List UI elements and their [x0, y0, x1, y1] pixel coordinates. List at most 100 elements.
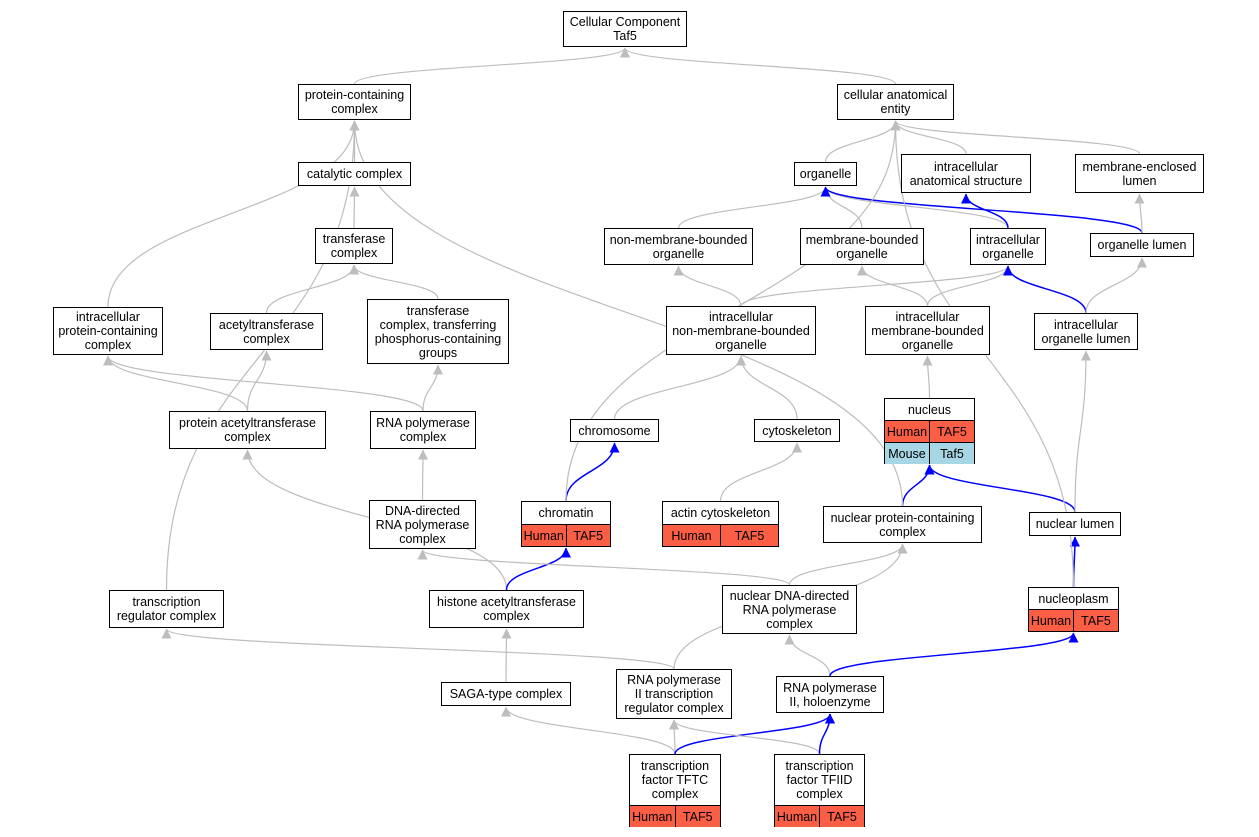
- edge-tfiid-complex-to-rna-pol-ii-transcription-regulator-complex: [669, 719, 821, 755]
- node-rna-pol-ii-transcription-regulator-complex[interactable]: RNA polymerase II transcription regulato…: [616, 669, 732, 719]
- node-label: transcription factor TFIID complex: [785, 759, 854, 801]
- node-transcription-regulator-complex[interactable]: transcription regulator complex: [109, 590, 224, 628]
- node-protein-acetyltransferase-complex[interactable]: protein acetyltransferase complex: [169, 411, 326, 449]
- node-label: RNA polymerase II transcription regulato…: [624, 673, 724, 715]
- edge-tftc-complex-to-saga-type-complex: [501, 706, 676, 755]
- edge-organelle-lumen-to-organelle: [820, 186, 1143, 234]
- edge-nuclear-protein-containing-complex-to-protein-containing-complex: [349, 120, 904, 507]
- node-non-membrane-bounded-organelle[interactable]: non-membrane-bounded organelle: [604, 228, 753, 265]
- node-intracellular-non-membrane-bounded-organelle[interactable]: intracellular non-membrane-bounded organ…: [666, 306, 816, 355]
- edge-tftc-complex-to-rna-pol-ii-holoenzyme: [674, 713, 835, 755]
- node-label: nucleus: [907, 402, 952, 417]
- node-label: intracellular protein-containing complex: [58, 310, 158, 352]
- gene-cell: TAF5: [720, 525, 778, 546]
- node-cytoskeleton[interactable]: cytoskeleton: [754, 419, 840, 442]
- edge-intracellular-organelle-to-organelle: [820, 186, 1009, 229]
- node-membrane-bounded-organelle[interactable]: membrane-bounded organelle: [800, 228, 924, 265]
- node-transferase-complex-phospho[interactable]: transferase complex, transferring phosph…: [367, 299, 509, 364]
- node-label: non-membrane-bounded organelle: [609, 232, 748, 261]
- node-catalytic-complex[interactable]: catalytic complex: [298, 162, 411, 186]
- edge-intracellular-membrane-bounded-organelle-to-membrane-bounded-organelle: [857, 265, 929, 307]
- node-intracellular-organelle[interactable]: intracellular organelle: [970, 228, 1046, 265]
- node-label: catalytic complex: [306, 167, 403, 181]
- node-histone-acetyltransferase-complex[interactable]: histone acetyltransferase complex: [429, 590, 584, 628]
- gene-cell: TAF5: [1073, 610, 1118, 631]
- node-label: chromosome: [578, 423, 651, 438]
- node-saga-type-complex[interactable]: SAGA-type complex: [441, 682, 571, 706]
- edge-protein-acetyltransferase-complex-to-intracellular-protein-containing-complex: [103, 355, 249, 412]
- species-cell: Human: [632, 809, 673, 824]
- node-label: transcription factor TFTC complex: [640, 759, 710, 801]
- edge-nucleus-to-intracellular-membrane-bounded-organelle: [922, 355, 933, 399]
- node-nuclear-lumen[interactable]: nuclear lumen: [1029, 512, 1121, 536]
- node-label: membrane-enclosed lumen: [1082, 159, 1197, 188]
- edge-actin-cytoskeleton-to-cytoskeleton: [719, 442, 802, 502]
- edge-chromosome-to-intracellular-non-membrane-bounded-organelle: [613, 355, 746, 420]
- edge-nuclear-lumen-to-nucleus: [924, 464, 1076, 513]
- edge-membrane-enclosed-lumen-to-cellular-anatomical-entity: [890, 120, 1141, 155]
- node-label: organelle: [799, 167, 852, 181]
- node-intracellular-organelle-lumen[interactable]: intracellular organelle lumen: [1034, 313, 1138, 350]
- node-intracellular-membrane-bounded-organelle[interactable]: intracellular membrane-bounded organelle: [865, 306, 990, 355]
- node-label: membrane-bounded organelle: [805, 232, 919, 261]
- gene-cell: TAF5: [929, 421, 974, 442]
- node-label: actin cytoskeleton: [670, 506, 771, 520]
- species-cell: Human: [671, 528, 712, 543]
- node-label: histone acetyltransferase complex: [437, 595, 576, 623]
- node-organelle-lumen[interactable]: organelle lumen: [1090, 233, 1194, 257]
- node-label: nuclear lumen: [1035, 517, 1115, 531]
- node-rna-pol-ii-holoenzyme[interactable]: RNA polymerase II, holoenzyme: [776, 676, 884, 713]
- node-intracellular-protein-containing-complex[interactable]: intracellular protein-containing complex: [53, 307, 163, 355]
- node-membrane-enclosed-lumen[interactable]: membrane-enclosed lumen: [1075, 154, 1204, 193]
- node-label: cellular anatomical entity: [843, 88, 948, 116]
- node-label: nuclear DNA-directed RNA polymerase comp…: [729, 588, 850, 631]
- node-chromosome[interactable]: chromosome: [570, 419, 659, 442]
- node-label: protein-containing complex: [304, 88, 405, 116]
- node-rna-polymerase-complex[interactable]: RNA polymerase complex: [370, 411, 476, 449]
- node-label: cytoskeleton: [762, 423, 832, 438]
- node-label: transferase complex, transferring phosph…: [374, 303, 502, 360]
- edge-rna-pol-ii-holoenzyme-to-nuclear-dna-directed-rna-polymerase-complex: [784, 634, 831, 677]
- edge-transferase-complex-phospho-to-transferase-complex: [349, 264, 439, 300]
- edge-intracellular-non-membrane-bounded-organelle-to-intracellular-organelle: [740, 265, 1013, 307]
- node-acetyltransferase-complex[interactable]: acetyltransferase complex: [210, 313, 323, 350]
- node-organelle[interactable]: organelle: [794, 162, 857, 186]
- edge-intracellular-protein-containing-complex-to-protein-containing-complex: [107, 120, 360, 308]
- node-nuclear-protein-containing-complex[interactable]: nuclear protein-containing complex: [823, 506, 982, 543]
- edge-non-membrane-bounded-organelle-to-organelle: [677, 186, 831, 229]
- node-protein-containing-complex[interactable]: protein-containing complex: [298, 84, 411, 120]
- node-dna-directed-rna-polymerase-complex[interactable]: DNA-directed RNA polymerase complex: [369, 500, 476, 549]
- gene-cell: TAF5: [819, 806, 864, 827]
- edge-saga-type-complex-to-histone-acetyltransferase-complex: [501, 628, 512, 683]
- node-label: transferase complex: [322, 232, 386, 260]
- edge-chromatin-to-chromosome: [565, 442, 620, 502]
- edge-intracellular-organelle-to-intracellular-anatomical-structure: [961, 193, 1009, 229]
- species-cell: Human: [1030, 613, 1072, 628]
- node-cellular-anatomical-entity[interactable]: cellular anatomical entity: [837, 84, 954, 120]
- node-label: DNA-directed RNA polymerase complex: [375, 503, 470, 546]
- node-transferase-complex[interactable]: transferase complex: [315, 228, 393, 264]
- node-root[interactable]: Cellular Component Taf5: [563, 11, 687, 47]
- edge-dna-directed-rna-polymerase-complex-to-rna-polymerase-complex: [417, 449, 428, 501]
- edge-nuclear-lumen-to-intracellular-organelle-lumen: [1074, 350, 1091, 513]
- edge-rna-polymerase-complex-to-intracellular-protein-containing-complex: [103, 355, 424, 412]
- edge-transferase-complex-to-catalytic-complex: [349, 186, 360, 229]
- node-nuclear-dna-directed-rna-polymerase-complex[interactable]: nuclear DNA-directed RNA polymerase comp…: [722, 585, 857, 634]
- edge-protein-acetyltransferase-complex-to-acetyltransferase-complex: [246, 350, 272, 412]
- node-intracellular-anatomical-structure[interactable]: intracellular anatomical structure: [901, 154, 1031, 193]
- edge-intracellular-non-membrane-bounded-organelle-to-non-membrane-bounded-organelle: [673, 265, 742, 307]
- edge-rna-polymerase-complex-to-transferase-complex-phospho: [422, 364, 443, 412]
- node-label: nuclear protein-containing complex: [830, 510, 975, 539]
